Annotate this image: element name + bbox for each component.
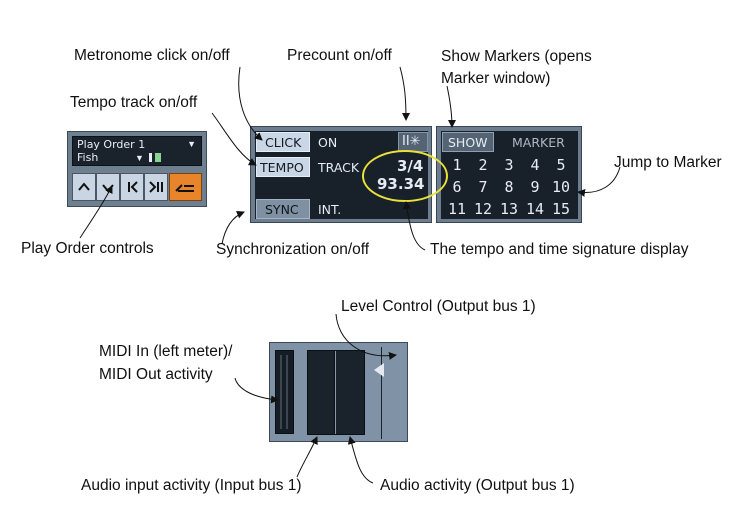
tempo-display-annotation: The tempo and time signature display (430, 241, 689, 258)
down-icon (102, 184, 114, 193)
show-markers-button[interactable]: SHOW (442, 132, 494, 152)
marker-button-15[interactable]: 15 (551, 200, 571, 218)
step-forward-icon (149, 181, 163, 193)
marker-button-7[interactable]: 7 (478, 178, 488, 196)
marker-button-3[interactable]: 3 (504, 156, 514, 174)
sync-button-label: SYNC (265, 202, 299, 217)
audio-output-annotation: Audio activity (Output bus 1) (380, 477, 575, 494)
item-level-icon (155, 153, 161, 162)
marker-button-12[interactable]: 12 (473, 200, 493, 218)
play-order-up-button[interactable] (72, 173, 96, 201)
play-order-select[interactable]: Play Order 1 ▼ Fish ▼ (72, 136, 202, 166)
play-order-playlist-button[interactable] (169, 173, 202, 201)
play-order-panel: Play Order 1 ▼ Fish ▼ (67, 131, 207, 207)
play-order-annotation: Play Order controls (21, 240, 154, 257)
skip-back-icon (128, 181, 138, 193)
precount-annotation: Precount on/off (287, 47, 392, 64)
audio-input-annotation: Audio input activity (Input bus 1) (81, 477, 302, 494)
midi-annotation-line1: MIDI In (left meter)/ (99, 343, 233, 360)
show-markers-label: SHOW (448, 135, 488, 150)
midi-annotation-line2: MIDI Out activity (99, 366, 213, 383)
level-fader-handle[interactable] (374, 363, 384, 377)
marker-button-11[interactable]: 11 (447, 200, 467, 218)
click-button-label: CLICK (265, 135, 302, 150)
marker-button-2[interactable]: 2 (478, 156, 488, 174)
jump-marker-annotation: Jump to Marker (614, 154, 722, 171)
tempo-value: 93.34 (377, 175, 425, 193)
playlist-icon (175, 184, 194, 192)
play-order-item-label: Fish (77, 151, 99, 164)
click-value: ON (318, 135, 338, 150)
sync-value: INT. (318, 202, 342, 217)
level-control-annotation: Level Control (Output bus 1) (341, 298, 536, 315)
midi-meter (275, 350, 294, 434)
play-order-down-button[interactable] (96, 173, 120, 201)
level-fader-track (381, 347, 382, 439)
play-order-step-forward-button[interactable] (144, 173, 168, 201)
marker-button-13[interactable]: 13 (499, 200, 519, 218)
marker-grid: 1 2 3 4 5 6 7 8 9 10 11 12 13 14 15 (444, 156, 578, 220)
click-button[interactable]: CLICK (256, 132, 310, 152)
marker-button-5[interactable]: 5 (556, 156, 566, 174)
precount-button[interactable]: II✳ (398, 132, 428, 152)
play-order-select-label: Play Order 1 (77, 138, 146, 151)
tempo-button-label: TEMPO (260, 160, 304, 175)
meter-panel (269, 342, 408, 442)
chevron-down-icon: ▼ (135, 153, 144, 163)
sync-button[interactable]: SYNC (256, 199, 310, 219)
sync-annotation: Synchronization on/off (216, 241, 370, 258)
marker-button-9[interactable]: 9 (530, 178, 540, 196)
marker-button-1[interactable]: 1 (452, 156, 462, 174)
chevron-down-icon: ▼ (187, 139, 196, 149)
marker-button-4[interactable]: 4 (530, 156, 540, 174)
meter-divider (335, 351, 336, 434)
item-level-icon (149, 153, 152, 162)
tempo-mode-value: TRACK (318, 160, 360, 175)
marker-button-6[interactable]: 6 (452, 178, 462, 196)
marker-button-10[interactable]: 10 (551, 178, 571, 196)
marker-button-14[interactable]: 14 (525, 200, 545, 218)
tempo-button[interactable]: TEMPO (256, 157, 310, 177)
time-signature-value: 3/4 (397, 157, 424, 175)
precount-icon: II✳ (402, 134, 421, 149)
marker-button-8[interactable]: 8 (504, 178, 514, 196)
audio-output-meter (335, 350, 365, 435)
metronome-annotation: Metronome click on/off (74, 47, 230, 64)
show-markers-annotation-line1: Show Markers (opens (441, 48, 592, 65)
show-markers-annotation-line2: Marker window) (441, 70, 551, 87)
play-order-skip-back-button[interactable] (120, 173, 144, 201)
tempo-track-annotation: Tempo track on/off (70, 94, 198, 111)
up-icon (78, 182, 90, 191)
marker-header: MARKER (512, 135, 565, 150)
audio-input-meter (307, 350, 335, 435)
